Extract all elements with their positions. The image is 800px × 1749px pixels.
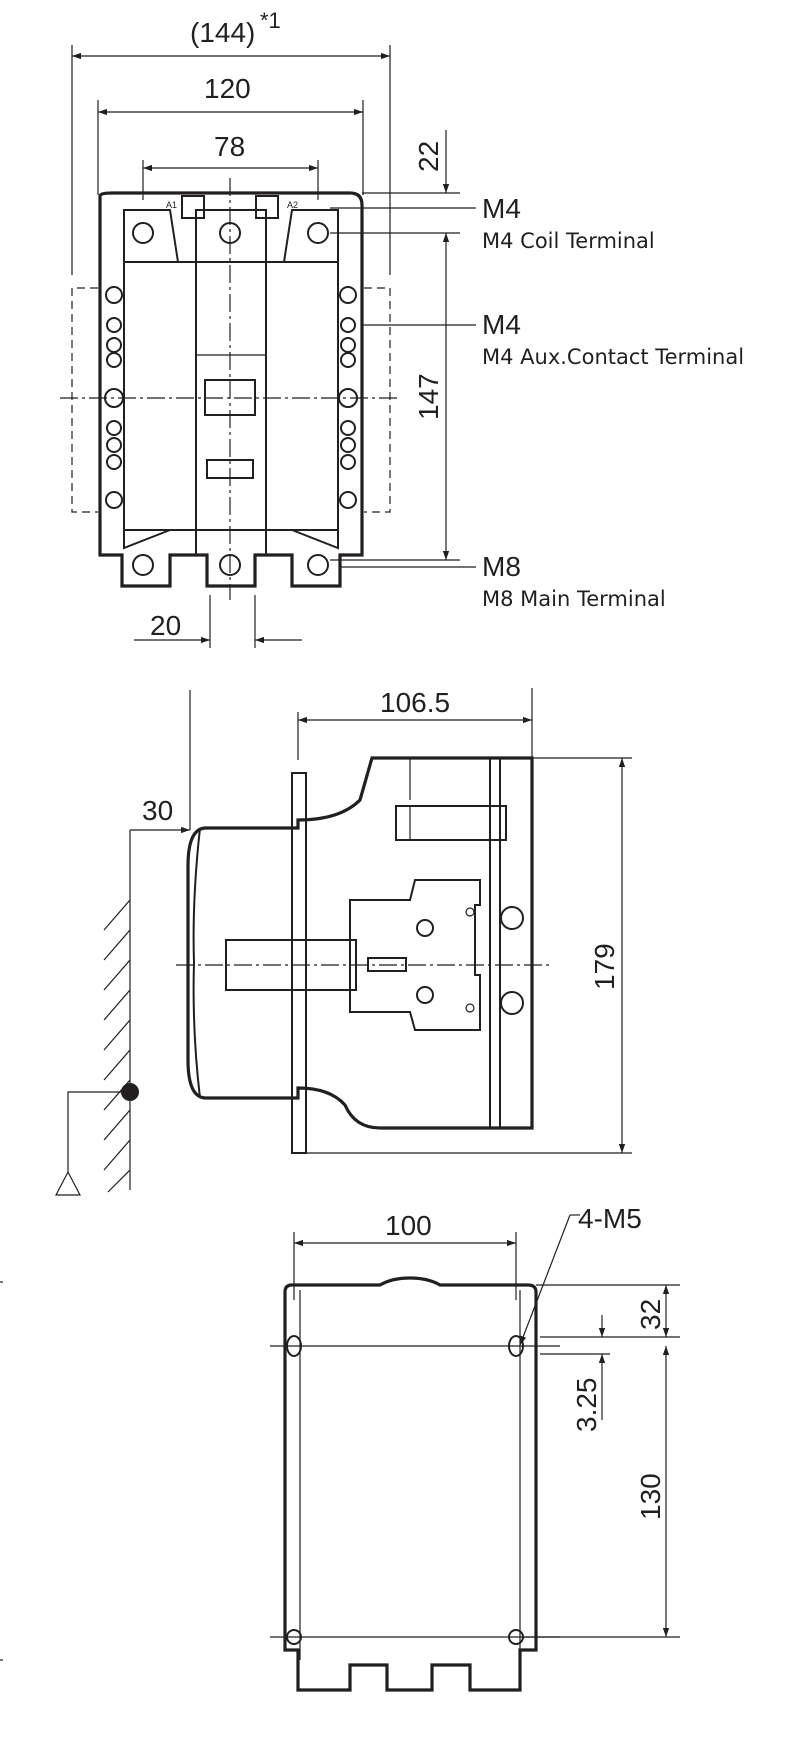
side-front-curve: [192, 827, 201, 1099]
coil-terminal-a2: [255, 195, 279, 219]
callout-aux-size: M4: [482, 309, 521, 340]
bottom-terminal-hole: [307, 554, 329, 576]
top-block: [395, 805, 507, 841]
aux-screws-right: [338, 286, 358, 509]
mounting-body: [283, 1276, 538, 1692]
bottom-shroud: [195, 530, 267, 555]
dim-side-height-label: 179: [589, 943, 620, 990]
dim-height-label: 147: [413, 373, 444, 420]
dim-depth-label: 106.5: [380, 687, 450, 718]
dim-hole-pitch-x-label: 100: [385, 1210, 432, 1241]
aux-screws-left: [104, 286, 124, 509]
top-shroud: [283, 209, 339, 263]
dim-screws-label: 4-M5: [578, 1203, 642, 1234]
dim-overall-label: (144): [190, 17, 255, 48]
side-screw: [500, 991, 524, 1015]
side-screw: [500, 906, 524, 930]
dim-top-offset-label: 22: [413, 141, 444, 172]
dim-overall-note: *1: [260, 8, 281, 33]
callout-coil-desc: M4 Coil Terminal: [482, 229, 655, 253]
inner-panel: [123, 261, 339, 531]
mounting-view: 100 4-M5 32 3.25 130: [270, 1203, 680, 1692]
side-body: [186, 756, 534, 1130]
dim-coil-span-label: 78: [214, 131, 245, 162]
top-terminal-hole: [132, 222, 154, 244]
aux-outline-left: [71, 287, 98, 513]
callout-main-desc: M8 Main Terminal: [482, 587, 666, 611]
top-shroud: [195, 209, 267, 262]
bottom-shroud: [123, 529, 171, 550]
dim-pitch-label: 20: [150, 610, 181, 641]
aux-outline-right: [364, 287, 391, 513]
dim-slot-label: 3.25: [571, 1378, 602, 1433]
top-terminal-hole: [307, 222, 329, 244]
dim-width-label: 120: [204, 73, 251, 104]
top-shroud: [123, 209, 179, 263]
side-view: 106.5 30: [55, 687, 632, 1196]
coil-label-a2: A2: [287, 200, 298, 210]
dim-mount-top-label: 32: [635, 1299, 666, 1330]
wall-hatching: [103, 899, 131, 1193]
callout-aux-desc: M4 Aux.Contact Terminal: [482, 345, 744, 369]
ground-symbol: [55, 1170, 81, 1196]
front-view: (144) *1 120 78 A1 A2: [60, 8, 744, 648]
coil-terminal-a1: [181, 195, 205, 219]
contactor-body: [98, 191, 364, 588]
contact-hole: [465, 907, 475, 917]
contact-assembly: [349, 879, 481, 1031]
dim-wall-label: 30: [142, 795, 173, 826]
contact-screw: [416, 986, 434, 1004]
bottom-terminal-hole: [132, 554, 154, 576]
contact-screw: [416, 919, 434, 937]
dim-hole-pitch-y-label: 130: [635, 1473, 666, 1520]
contact-hole: [465, 1003, 475, 1013]
callout-coil-size: M4: [482, 193, 521, 224]
screw-leader: [519, 1214, 571, 1346]
ground-lead: [67, 1091, 130, 1172]
bottom-shroud: [291, 529, 339, 550]
callout-main-size: M8: [482, 551, 521, 582]
coil-label-a1: A1: [166, 200, 177, 210]
